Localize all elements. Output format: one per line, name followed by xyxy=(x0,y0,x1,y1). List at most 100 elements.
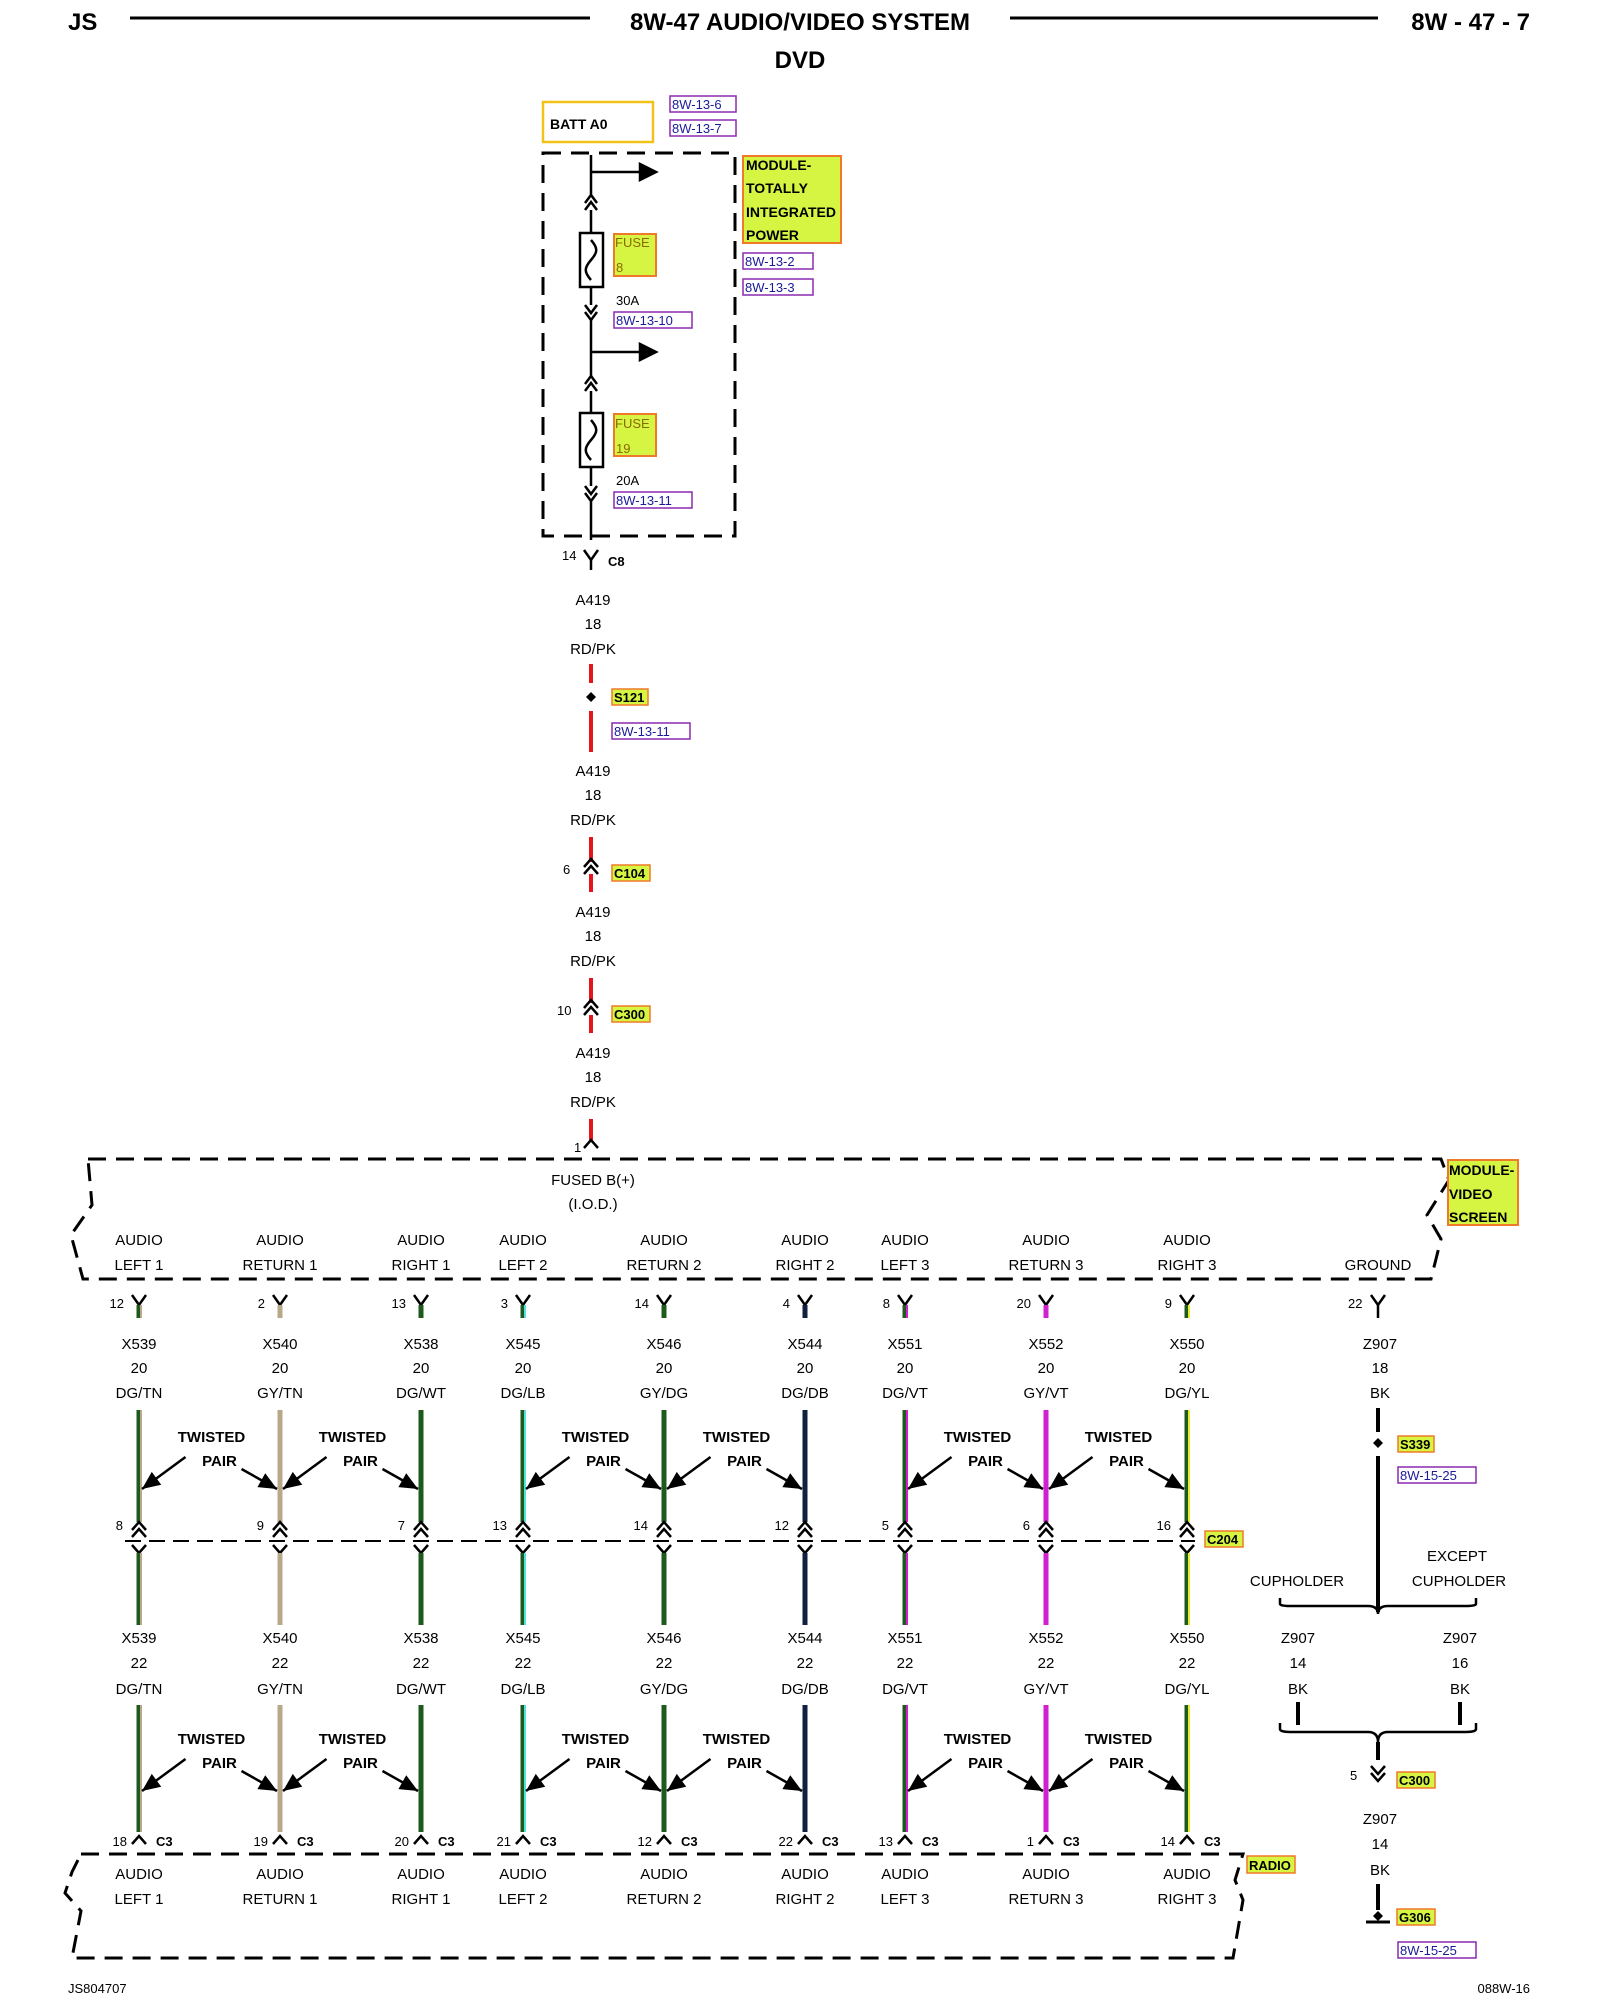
channel-1-screen-label-2: LEFT 1 xyxy=(115,1257,164,1274)
channel-8-c3-terminal xyxy=(1038,1834,1054,1845)
channel-9-screen-label-1: AUDIO xyxy=(1163,1232,1211,1249)
feed-gauge-2: 18 xyxy=(585,787,602,804)
channel-6-gauge-lower: 22 xyxy=(797,1655,814,1672)
twisted-pair-3-lower-label-1: TWISTED xyxy=(562,1731,630,1748)
connector-c300-feed: 10 C300 xyxy=(557,998,651,1023)
channel-8-color-upper: GY/VT xyxy=(1023,1385,1068,1402)
channel-6-circuit-upper: X544 xyxy=(787,1336,822,1353)
feed-gauge-1: 18 xyxy=(585,616,602,633)
twisted-pair-1-lower-label-1: TWISTED xyxy=(178,1731,246,1748)
channel-9-radio-label-2: RIGHT 3 xyxy=(1158,1891,1217,1908)
channel-5-circuit-upper: X546 xyxy=(646,1336,681,1353)
channel-9-gauge-lower: 22 xyxy=(1179,1655,1196,1672)
channel-8-circuit-upper: X552 xyxy=(1028,1336,1063,1353)
channel-5-circuit-lower: X546 xyxy=(646,1630,681,1647)
feed-color-2: RD/PK xyxy=(570,812,616,829)
channel-7-circuit-lower: X551 xyxy=(887,1630,922,1647)
header-left: JS xyxy=(68,9,97,36)
channel-3-color-lower: DG/WT xyxy=(396,1681,446,1698)
channel-2-c204-terminal-3 xyxy=(272,1544,288,1555)
c8-pin: 14 xyxy=(562,548,576,563)
s121-ref[interactable]: 8W-13-11 xyxy=(611,722,691,740)
channel-8-radio-label-2: RETURN 3 xyxy=(1008,1891,1083,1908)
channel-8-c204-terminal-3 xyxy=(1038,1544,1054,1555)
g306-ref-text: 8W-15-25 xyxy=(1400,1943,1457,1958)
channel-5-top-terminal xyxy=(655,1294,673,1308)
channel-8-c3-name: C3 xyxy=(1063,1834,1080,1849)
branch-2-circuit: Z907 xyxy=(1443,1630,1477,1647)
channel-2-circuit-lower: X540 xyxy=(262,1630,297,1647)
branch-cupholder: CUPHOLDER xyxy=(1250,1573,1344,1590)
channel-3-c204-pin: 7 xyxy=(398,1518,405,1533)
fuse-8-ref-text: 8W-13-10 xyxy=(616,313,673,328)
batt-ref-2[interactable]: 8W-13-7 xyxy=(669,119,737,137)
channel-9-top-terminal xyxy=(1178,1294,1196,1308)
channel-5-c204-pin: 14 xyxy=(634,1518,648,1533)
channel-6-top-pin: 4 xyxy=(783,1296,790,1311)
channel-3-top-terminal xyxy=(412,1294,430,1308)
c104-name: C104 xyxy=(614,866,646,881)
channel-7-top-terminal xyxy=(896,1294,914,1308)
page-subtitle: DVD xyxy=(775,47,826,74)
branch-1-circuit: Z907 xyxy=(1281,1630,1315,1647)
radio-label-box xyxy=(1246,1855,1296,1874)
fuse-19-ref[interactable]: 8W-13-11 xyxy=(613,491,693,509)
channel-6-c204-terminal-1 xyxy=(797,1520,813,1531)
tipm-ref-2-text: 8W-13-3 xyxy=(745,280,795,295)
channel-4-gauge-upper: 20 xyxy=(515,1360,532,1377)
channel-9-c3-terminal xyxy=(1179,1834,1195,1845)
channel-5-color-lower: GY/DG xyxy=(640,1681,688,1698)
tipm-ref-1[interactable]: 8W-13-2 xyxy=(742,252,814,270)
twisted-pair-1-upper-arrow-right-head xyxy=(257,1473,277,1489)
channel-9-color-upper: DG/YL xyxy=(1164,1385,1209,1402)
fused-b-label: FUSED B(+) xyxy=(551,1172,635,1189)
channel-1-c3-name: C3 xyxy=(156,1834,173,1849)
s339-ref[interactable]: 8W-15-25 xyxy=(1397,1466,1477,1484)
channel-3-radio-label-1: AUDIO xyxy=(397,1866,445,1883)
channel-4-radio-label-2: LEFT 2 xyxy=(499,1891,548,1908)
channel-1-gauge-upper: 20 xyxy=(131,1360,148,1377)
channel-6-c3-terminal xyxy=(797,1834,813,1845)
channel-2-radio-label-1: AUDIO xyxy=(256,1866,304,1883)
screen-pin-1-terminal xyxy=(583,1138,599,1149)
page-number: 8W - 47 - 7 xyxy=(1411,9,1530,36)
channel-1-c3-pin: 18 xyxy=(113,1834,127,1849)
channel-5-top-pin: 14 xyxy=(635,1296,649,1311)
channel-1-c204-terminal-1 xyxy=(131,1520,147,1531)
tipm-module-boundary xyxy=(541,151,737,538)
twisted-pair-3-lower-arrow-left-head xyxy=(526,1773,546,1791)
channel-6-color-lower: DG/DB xyxy=(781,1681,829,1698)
fuse-19-ref-text: 8W-13-11 xyxy=(616,493,672,508)
channel-6-c204-pin: 12 xyxy=(775,1518,789,1533)
ground-lower-circuit: Z907 xyxy=(1363,1811,1397,1828)
channel-8-color-lower: GY/VT xyxy=(1023,1681,1068,1698)
channel-8-c204-terminal-2 xyxy=(1038,1527,1054,1538)
channel-7-c204-terminal-3 xyxy=(897,1544,913,1555)
g306-ref[interactable]: 8W-15-25 xyxy=(1397,1941,1477,1959)
twisted-pair-6-lower-label-1: TWISTED xyxy=(1085,1731,1153,1748)
twisted-pair-4-upper-arrow-right-head xyxy=(782,1473,802,1489)
channel-7-c3-terminal xyxy=(897,1834,913,1845)
channel-1-circuit-lower: X539 xyxy=(121,1630,156,1647)
channel-5-c204-terminal-3 xyxy=(656,1544,672,1555)
channel-6-c3-pin: 22 xyxy=(779,1834,793,1849)
channel-5-c3-pin: 12 xyxy=(638,1834,652,1849)
twisted-pair-6-upper-label-2: PAIR xyxy=(1109,1453,1144,1470)
channel-2-color-upper: GY/TN xyxy=(257,1385,303,1402)
channel-3-c204-terminal-1 xyxy=(413,1520,429,1531)
channel-2-c3-name: C3 xyxy=(297,1834,314,1849)
channel-8-gauge-lower: 22 xyxy=(1038,1655,1055,1672)
channel-7-gauge-lower: 22 xyxy=(897,1655,914,1672)
tipm-ref-2[interactable]: 8W-13-3 xyxy=(742,278,814,296)
video-screen-label-1: MODULE- xyxy=(1449,1162,1515,1178)
batt-ref-1[interactable]: 8W-13-6 xyxy=(669,95,737,113)
channel-3-radio-label-2: RIGHT 1 xyxy=(392,1891,451,1908)
twisted-pair-1-upper-label-1: TWISTED xyxy=(178,1429,246,1446)
channel-7-color-lower: DG/VT xyxy=(882,1681,928,1698)
twisted-pair-5-lower-arrow-right-head xyxy=(1023,1775,1043,1791)
channel-3-c204-terminal-2 xyxy=(413,1527,429,1538)
channel-6-radio-label-1: AUDIO xyxy=(781,1866,829,1883)
fuse-8-ref[interactable]: 8W-13-10 xyxy=(613,311,693,329)
channel-5-radio-label-2: RETURN 2 xyxy=(626,1891,701,1908)
